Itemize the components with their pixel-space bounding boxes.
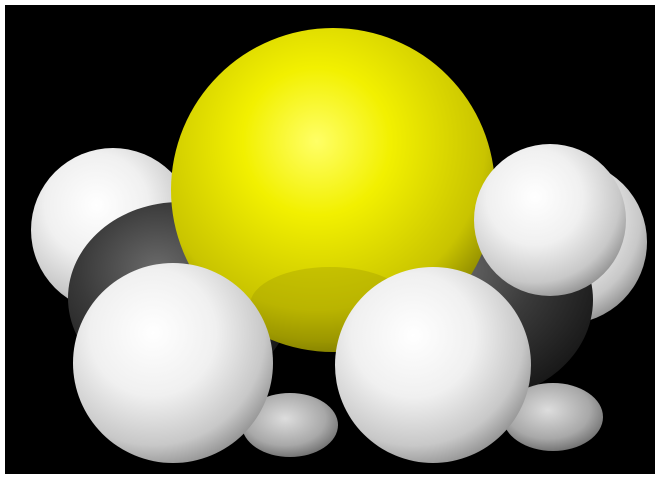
hydrogen-atom-upper-right xyxy=(474,144,626,296)
hydrogen-atom-lower-right xyxy=(503,383,603,451)
hydrogen-atom-lower-left xyxy=(242,393,338,457)
hydrogen-atom-front-left xyxy=(73,263,273,463)
space-filling-molecule-model xyxy=(5,5,655,474)
hydrogen-atom-front-right xyxy=(335,267,531,463)
